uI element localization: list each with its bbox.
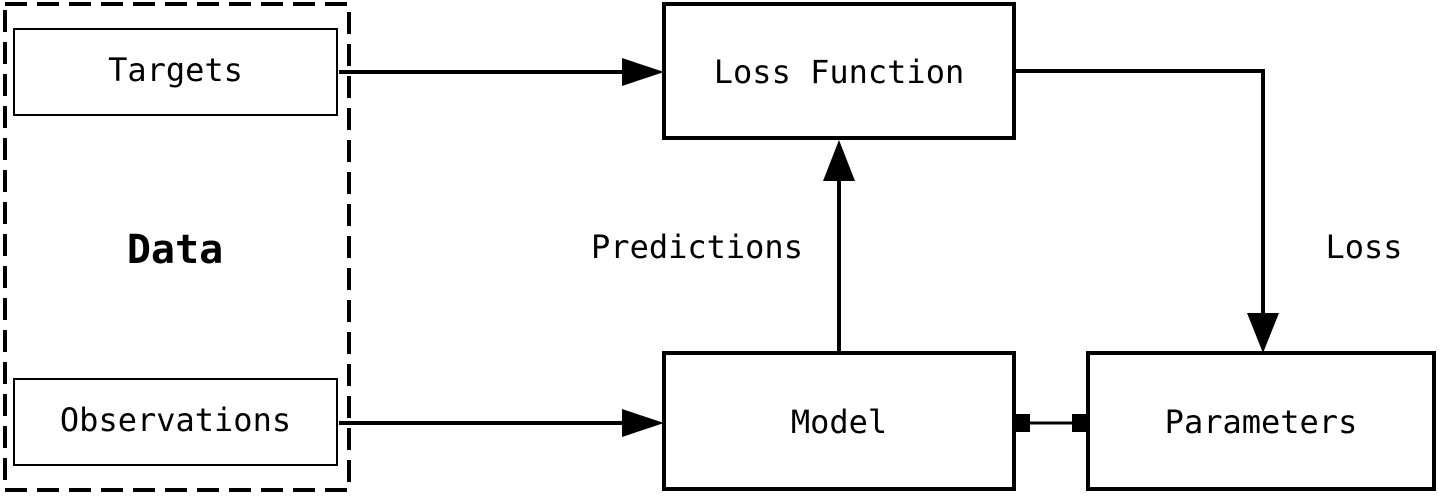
loss-to-parameters-arrow — [1014, 69, 1265, 318]
loss-function-label: Loss Function — [714, 53, 964, 91]
model-to-loss-arrowhead — [823, 140, 855, 181]
loss-edge-label: Loss — [1325, 228, 1402, 266]
model-box — [662, 351, 1016, 491]
predictions-edge-label: Predictions — [591, 228, 803, 266]
targets-to-loss-arrowhead — [622, 58, 664, 86]
parameters-connector-end — [1072, 414, 1088, 432]
parameters-label: Parameters — [1165, 403, 1358, 441]
loss-to-parameters-arrowhead — [1247, 313, 1279, 353]
targets-box — [13, 28, 338, 116]
observations-box — [13, 378, 338, 466]
model-connector-end — [1014, 414, 1030, 432]
data-group-label: Data — [127, 227, 223, 273]
observations-label: Observations — [60, 401, 291, 439]
observations-to-model-arrowhead — [622, 409, 664, 437]
targets-label: Targets — [108, 51, 243, 89]
data-group-border — [3, 2, 351, 492]
model-label: Model — [791, 403, 887, 441]
